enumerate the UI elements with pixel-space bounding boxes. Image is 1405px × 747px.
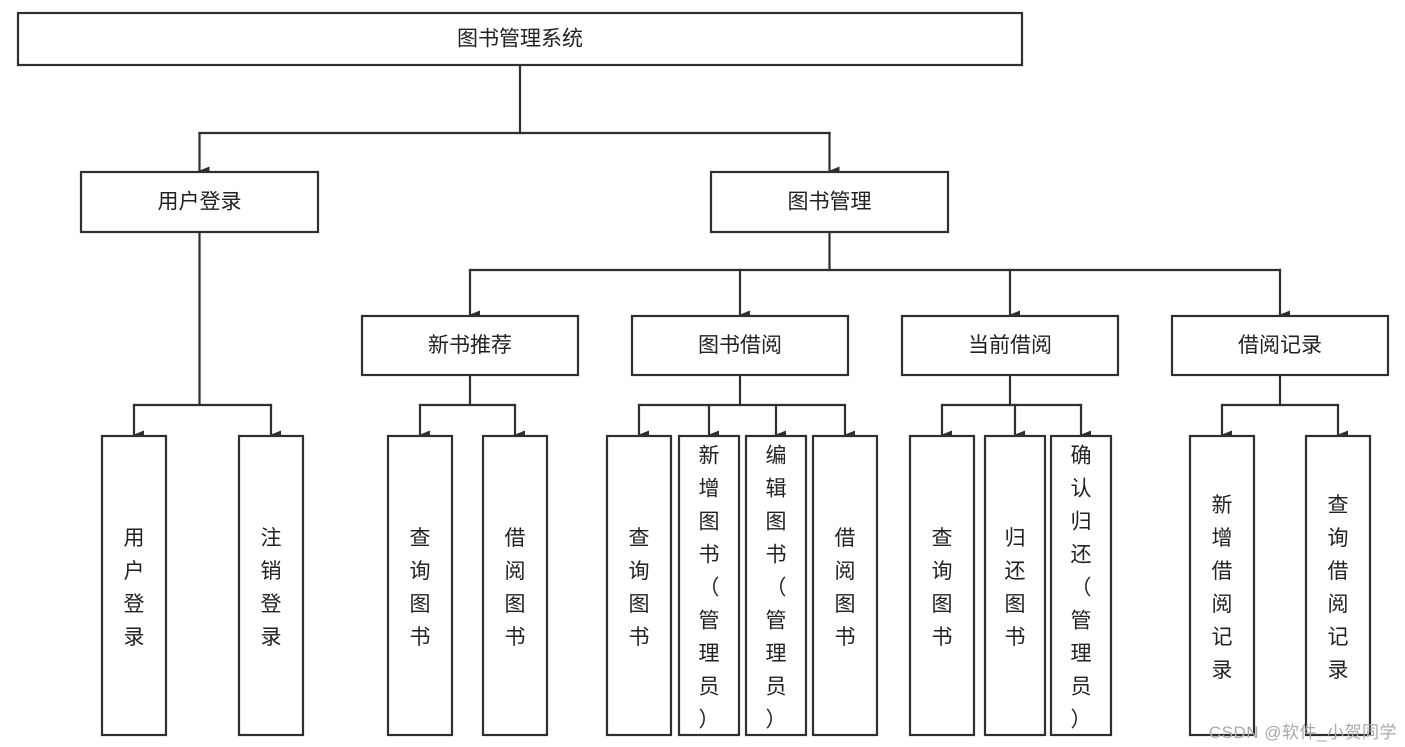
node-label: 图书借阅 [698, 334, 782, 357]
node-label: 编辑图书（管理员） [766, 445, 787, 732]
node-label: 用户登录 [158, 191, 242, 214]
node-box-rect [1049, 434, 1113, 737]
node-label: 确认归还（管理员） [1071, 445, 1092, 732]
node-label: 图书管理 [788, 191, 872, 214]
node-l2-1[interactable]: 图书管理 [709, 170, 950, 234]
node-box-rect [79, 170, 320, 234]
node-box-rect [811, 434, 879, 737]
node-box-rect [386, 434, 454, 737]
node-root-0[interactable]: 图书管理系统 [16, 11, 1024, 67]
node-label: 借阅记录 [1238, 334, 1322, 357]
node-leaf-4[interactable]: 查询图书 [605, 434, 673, 737]
node-box-rect [360, 314, 580, 377]
node-leaf-1[interactable]: 注销登录 [237, 434, 305, 737]
node-l3-1[interactable]: 图书借阅 [630, 314, 850, 377]
node-leaf-6[interactable]: 编辑图书（管理员） [744, 434, 808, 737]
node-label: 查询图书 [410, 527, 431, 649]
node-label: 归还图书 [1005, 527, 1026, 649]
node-box-rect [983, 434, 1047, 737]
node-leaf-0[interactable]: 用户登录 [100, 434, 168, 737]
node-box-rect [237, 434, 305, 737]
node-leaf-3[interactable]: 借阅图书 [481, 434, 549, 737]
csdn-watermark: CSDN @软件_小贺同学 [1208, 723, 1397, 742]
node-boxes: 图书管理系统用户登录图书管理新书推荐图书借阅当前借阅借阅记录用户登录注销登录查询… [16, 11, 1390, 737]
node-label: 查询图书 [629, 527, 650, 649]
node-label: 注销登录 [261, 527, 282, 649]
node-box-rect [100, 434, 168, 737]
node-box-rect [1188, 434, 1256, 737]
node-leaf-10[interactable]: 确认归还（管理员） [1049, 434, 1113, 737]
node-box-rect [16, 11, 1024, 67]
node-leaf-12[interactable]: 查询借阅记录 [1304, 434, 1372, 737]
node-leaf-9[interactable]: 归还图书 [983, 434, 1047, 737]
node-box-rect [709, 170, 950, 234]
node-box-rect [1304, 434, 1372, 737]
node-label: 图书管理系统 [457, 28, 583, 51]
connector-lines [132, 63, 1348, 440]
node-box-rect [900, 314, 1120, 377]
node-leaf-11[interactable]: 新增借阅记录 [1188, 434, 1256, 737]
node-label: 当前借阅 [968, 334, 1052, 357]
node-l3-0[interactable]: 新书推荐 [360, 314, 580, 377]
node-box-rect [677, 434, 741, 737]
node-box-rect [481, 434, 549, 737]
node-label: 用户登录 [124, 527, 145, 649]
node-box-rect [630, 314, 850, 377]
node-box-rect [744, 434, 808, 737]
node-box-rect [605, 434, 673, 737]
node-label: 新增图书（管理员） [699, 445, 720, 732]
node-leaf-5[interactable]: 新增图书（管理员） [677, 434, 741, 737]
node-l2-0[interactable]: 用户登录 [79, 170, 320, 234]
node-leaf-7[interactable]: 借阅图书 [811, 434, 879, 737]
node-label: 新增借阅记录 [1212, 494, 1233, 682]
node-label: 借阅图书 [505, 527, 526, 649]
node-box-rect [1170, 314, 1390, 377]
node-l3-3[interactable]: 借阅记录 [1170, 314, 1390, 377]
node-l3-2[interactable]: 当前借阅 [900, 314, 1120, 377]
node-leaf-2[interactable]: 查询图书 [386, 434, 454, 737]
node-label: 查询图书 [932, 527, 953, 649]
node-label: 新书推荐 [428, 334, 512, 357]
node-label: 借阅图书 [835, 527, 856, 649]
node-box-rect [908, 434, 976, 737]
node-label: 查询借阅记录 [1328, 494, 1349, 682]
node-leaf-8[interactable]: 查询图书 [908, 434, 976, 737]
